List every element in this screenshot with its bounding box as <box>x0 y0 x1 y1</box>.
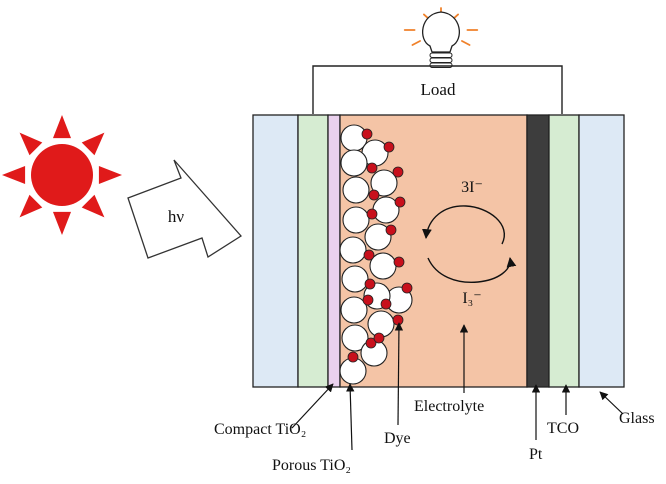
bulb-ray <box>461 40 471 46</box>
dye-molecule <box>383 141 395 153</box>
dye-molecule <box>366 208 378 220</box>
compact-tio2-pointer <box>291 383 334 429</box>
dye-molecule <box>392 166 404 178</box>
tco-layer-left <box>297 114 329 388</box>
glass-layer-right <box>578 114 625 388</box>
porous-tio2-pointer <box>346 383 355 451</box>
load-label: Load <box>421 80 456 99</box>
dye-molecule <box>366 162 378 174</box>
porous-tio2-particles <box>339 124 413 385</box>
tco-label: TCO <box>547 420 579 437</box>
circuit-wire <box>312 65 563 114</box>
tio2-particle <box>340 149 368 177</box>
dye-label: Dye <box>384 430 411 447</box>
sun-ray <box>19 194 43 218</box>
tio2-particle <box>341 324 369 352</box>
sun-ray <box>52 115 72 139</box>
dye-molecule <box>365 337 377 349</box>
bulb-base-ring <box>429 52 453 58</box>
electrolyte-label: Electrolyte <box>414 398 484 415</box>
redox-cycle-icon <box>422 205 517 283</box>
dye-molecule <box>362 294 374 306</box>
dye-molecule <box>394 196 406 208</box>
dye-molecule <box>361 128 373 140</box>
sun-ray <box>98 165 122 185</box>
dye-molecule <box>392 314 404 326</box>
light-bulb-icon <box>403 7 479 68</box>
sun-ray <box>81 132 105 156</box>
glass-label: Glass <box>619 410 655 427</box>
dye-molecule <box>380 298 392 310</box>
dye-molecule <box>368 189 380 201</box>
bulb-ray <box>411 40 421 46</box>
dye-molecule <box>347 351 359 363</box>
bulb-glass <box>422 11 460 53</box>
tio2-particle <box>370 169 398 197</box>
sun-ray <box>52 211 72 235</box>
glass-layer-left <box>252 114 299 388</box>
iodide-label: 3I⁻ <box>461 179 483 196</box>
tio2-particle <box>342 206 370 234</box>
light-label: hν <box>168 207 185 226</box>
dye-molecule <box>393 256 405 268</box>
tco-layer-right <box>548 114 580 388</box>
sun-icon <box>2 115 122 235</box>
tio2-particle <box>342 176 370 204</box>
sun-ray <box>2 165 26 185</box>
light-arrow-icon <box>127 159 242 259</box>
sun-ray <box>81 194 105 218</box>
compact-tio2-label: Compact TiO₂ <box>214 421 306 438</box>
dye-molecule <box>385 224 397 236</box>
tio2-particle <box>364 223 392 251</box>
pt-label: Pt <box>529 446 543 463</box>
triiodide-label: I₃⁻ <box>462 290 481 307</box>
bulb-base-ring <box>429 57 453 63</box>
bulb-base-ring <box>429 62 453 68</box>
compact-tio2-layer <box>327 114 341 388</box>
sun-ray <box>19 132 43 156</box>
sun-disc <box>31 144 93 206</box>
dye-molecule <box>363 249 375 261</box>
dye-pointer <box>394 322 404 426</box>
glass-pointer <box>599 391 624 415</box>
tio2-particle <box>340 296 368 324</box>
pt-layer <box>526 114 550 388</box>
tio2-particle <box>339 236 367 264</box>
dye-molecule <box>401 282 413 294</box>
dye-molecule <box>373 332 385 344</box>
tio2-particle <box>341 265 369 293</box>
porous-tio2-label: Porous TiO₂ <box>272 457 351 474</box>
dye-molecule <box>364 278 376 290</box>
